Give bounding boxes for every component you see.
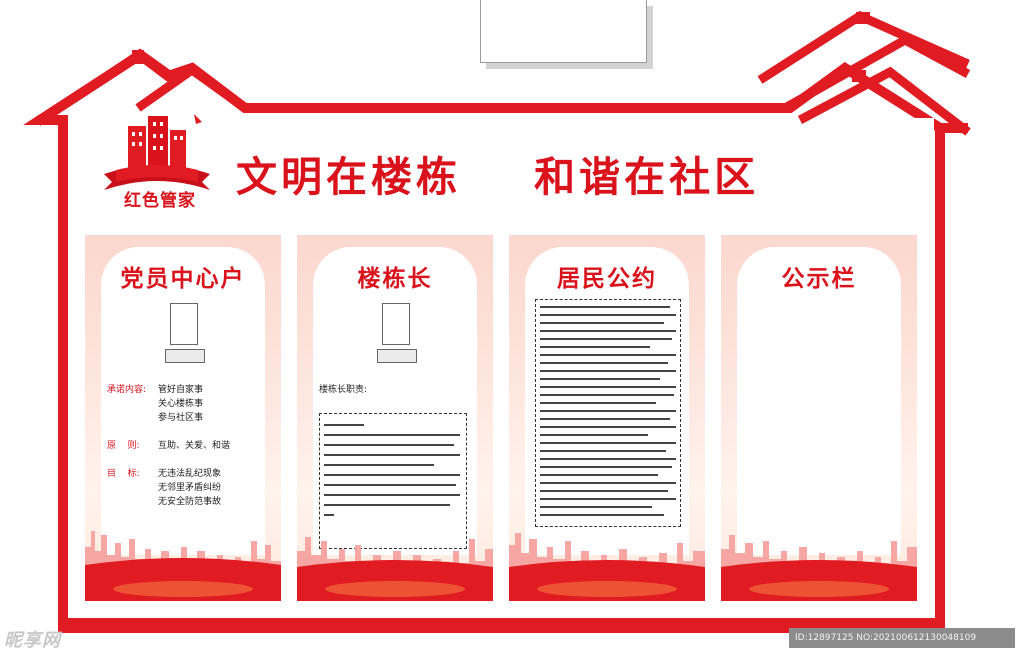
rules-box	[535, 299, 681, 527]
panel-title: 公示栏	[781, 266, 857, 292]
principle-text: 互助、关爱、和谐	[158, 441, 231, 451]
duties-label: 楼栋长职责:	[319, 385, 368, 395]
panel-card	[737, 247, 901, 555]
panel-title: 党员中心户	[120, 266, 246, 292]
city-skyline	[85, 531, 281, 601]
principle-label: 原 则:	[107, 441, 140, 451]
photo-frame	[170, 303, 198, 345]
commit-lines: 管好自家事 关心楼栋事 参与社区事	[158, 385, 204, 423]
panel-card	[101, 247, 265, 555]
city-skyline	[509, 533, 705, 601]
page-title: 文明在楼栋 和谐在社区	[236, 153, 760, 201]
logo-text: 红色管家	[124, 191, 196, 211]
image-id-strip: ID:12897125 NO:20210061213004810​9	[789, 628, 1015, 648]
panel-resident-rules: 居民公约	[509, 235, 705, 601]
paper-sheet	[480, 0, 647, 63]
panel-title: 居民公约	[557, 266, 657, 292]
city-skyline	[297, 537, 493, 601]
panel-party-member: 党员中心户 承诺内容: 管好自家事 关心楼栋事 参与社区事 原 则: 互助、关爱…	[85, 235, 281, 601]
name-box	[377, 349, 417, 363]
panel-bulletin: 公示栏	[721, 235, 917, 601]
goal-label: 目 标:	[107, 469, 140, 479]
panel-title: 楼栋长	[357, 266, 433, 292]
goal-lines: 无违法乱纪现象 无邻里矛盾纠纷 无安全防范事故	[158, 469, 222, 507]
watermark: 昵享网	[4, 630, 61, 651]
commit-label: 承诺内容:	[107, 385, 147, 395]
city-skyline	[721, 535, 917, 601]
photo-frame	[382, 303, 410, 345]
logo-emblem	[104, 114, 210, 190]
name-box	[165, 349, 205, 363]
duties-box	[319, 413, 467, 549]
panel-building-leader: 楼栋长 楼栋长职责:	[297, 235, 493, 601]
